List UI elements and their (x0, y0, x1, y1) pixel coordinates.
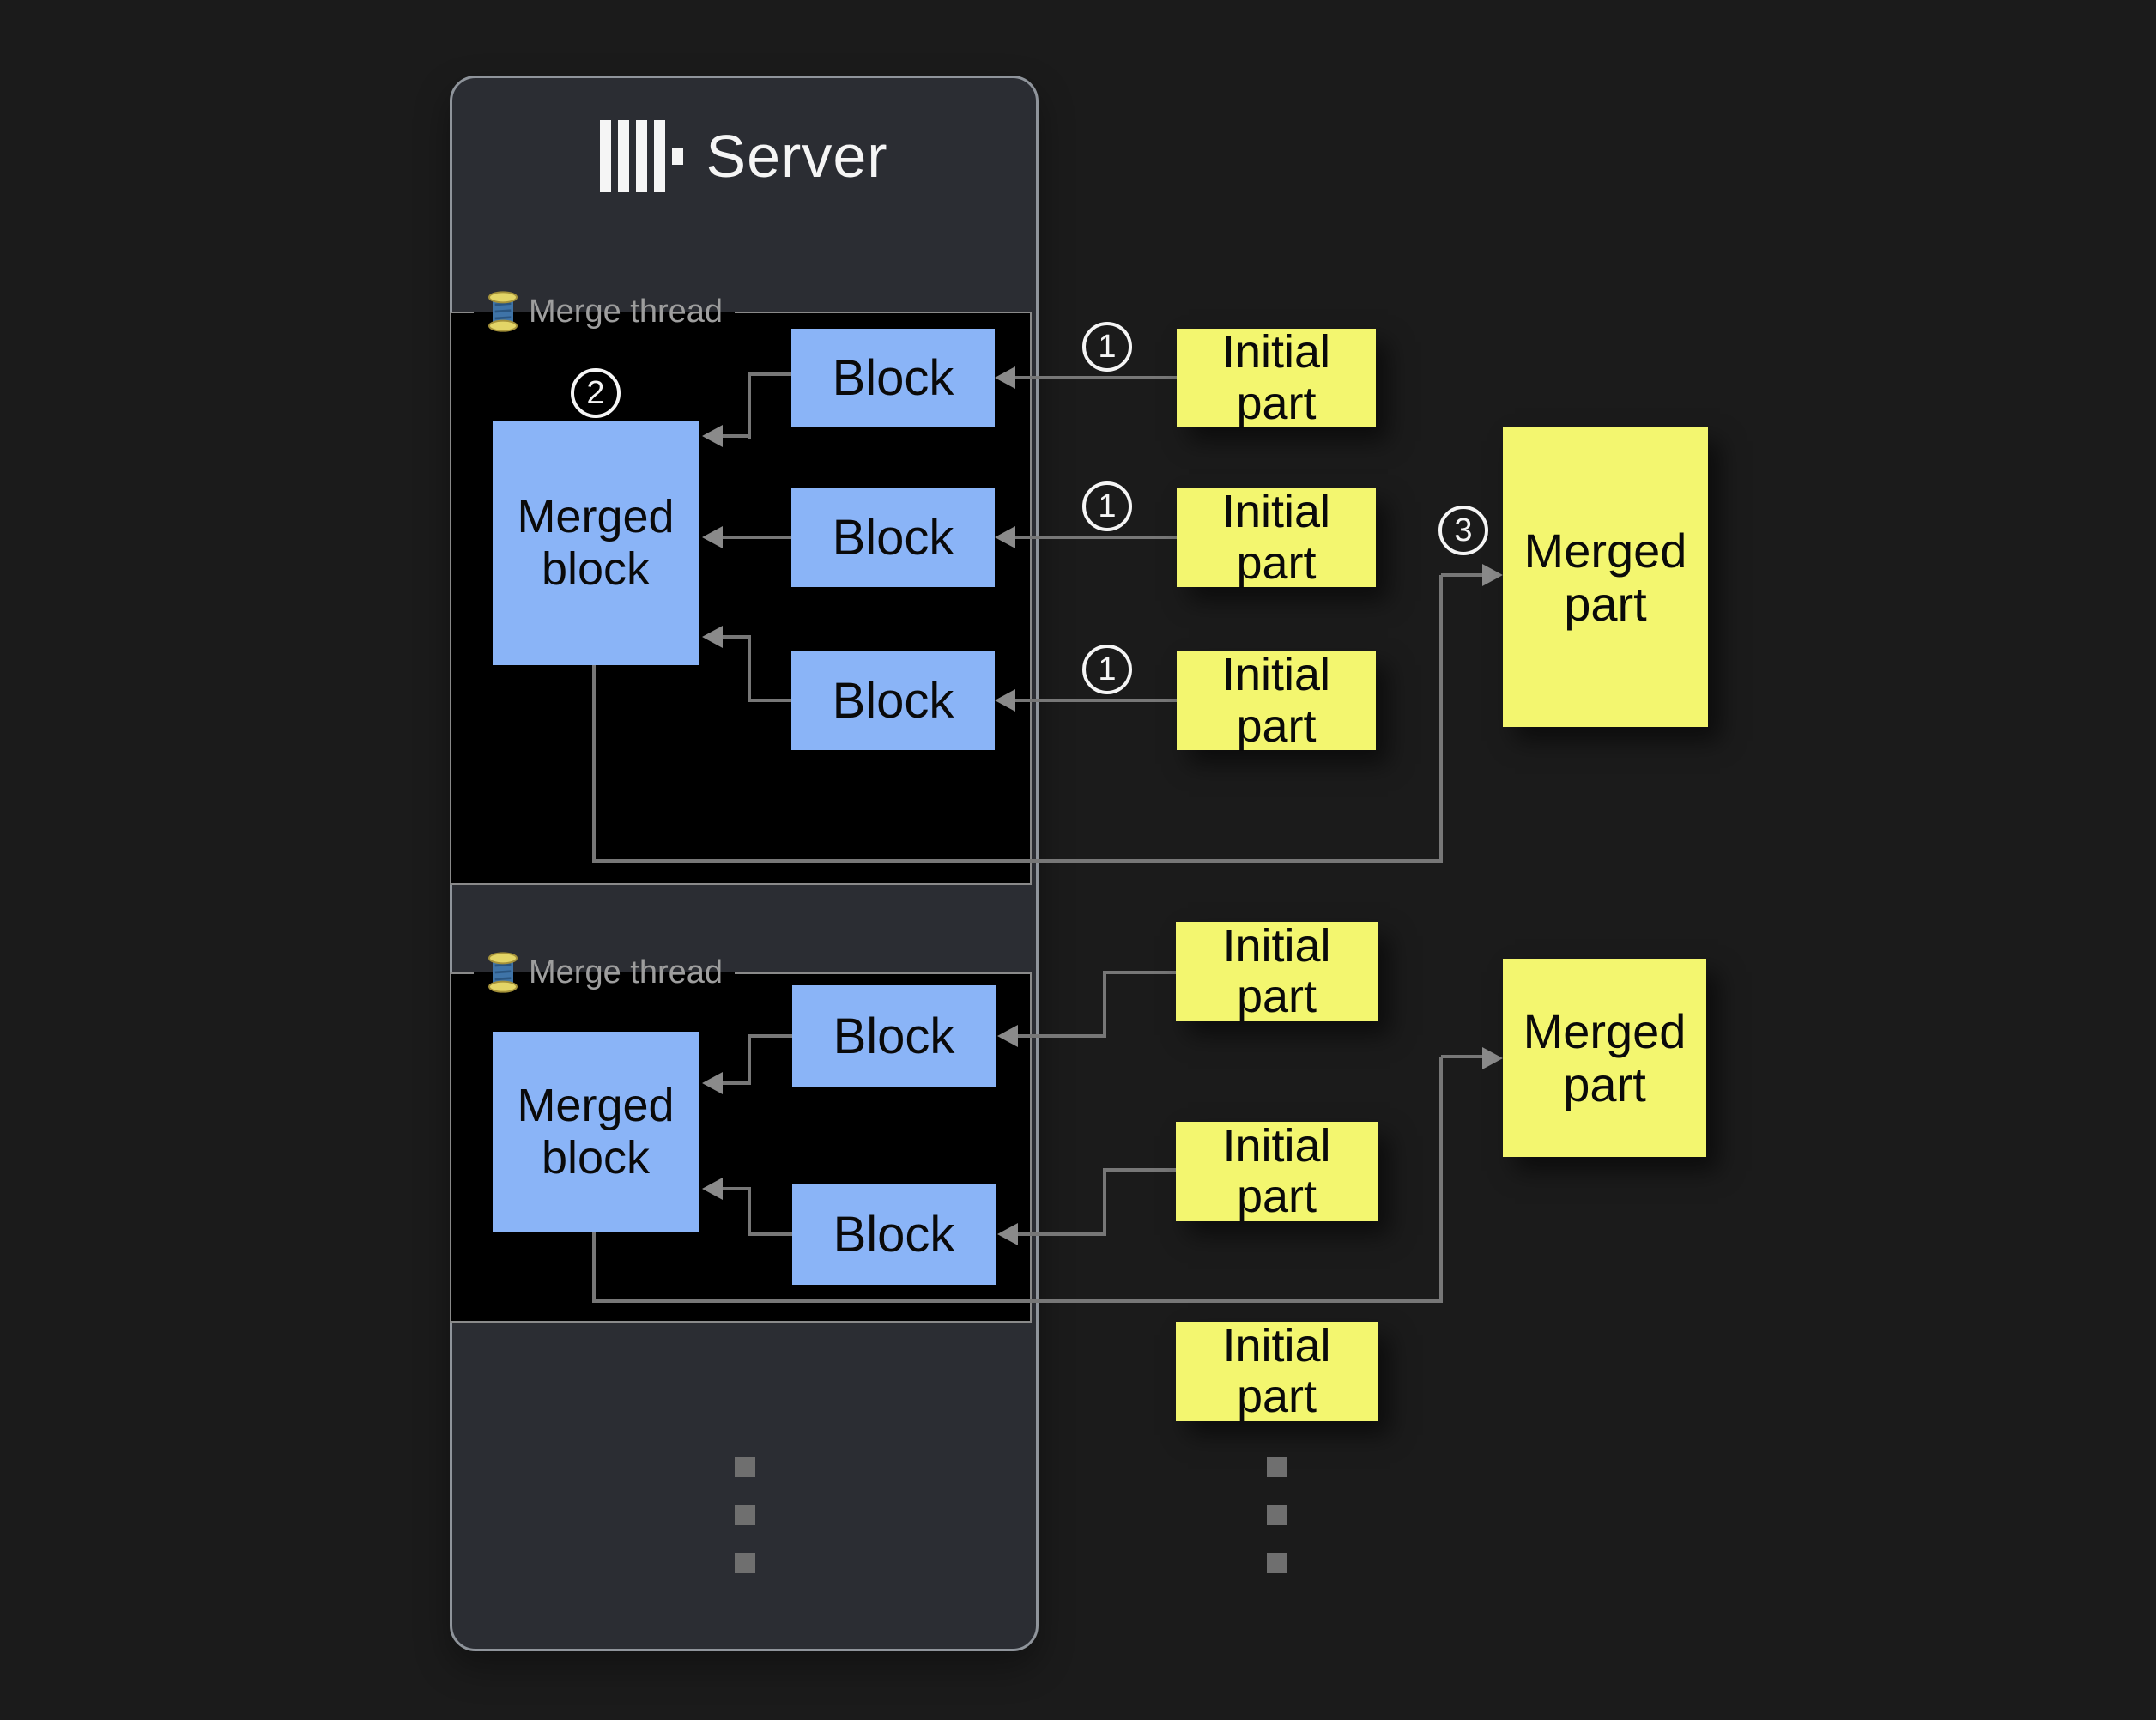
server-header: Server (450, 113, 1039, 199)
connector-line (1015, 536, 1177, 539)
connector-line (1018, 1232, 1105, 1236)
merged-part-label: Merged part (1523, 523, 1687, 631)
initial-part-note: Initial part (1176, 1119, 1378, 1222)
initial-part-note: Initial part (1176, 919, 1378, 1022)
connector-line (748, 635, 751, 702)
arrow-left-icon (995, 526, 1015, 548)
ellipsis-dot (1267, 1505, 1287, 1525)
initial-part-note: Initial part (1177, 649, 1376, 752)
merge-thread-legend-2: Merge thread (474, 948, 736, 996)
block-label: Block (832, 510, 954, 566)
connector-line (592, 665, 596, 863)
connector-line (748, 1187, 751, 1236)
arrow-left-icon (702, 1072, 723, 1094)
connector-line (1105, 971, 1176, 974)
connector-line (592, 1232, 596, 1303)
step-badge-1: 1 (1082, 481, 1132, 531)
merged-part-note: Merged part (1503, 427, 1708, 727)
thread-spool-icon (488, 291, 518, 332)
step-badge-2: 2 (571, 368, 621, 418)
connector-line (1103, 971, 1106, 1038)
connector-line (748, 1034, 751, 1085)
initial-part-label: Initial part (1222, 919, 1331, 1022)
arrow-left-icon (995, 689, 1015, 712)
merged-part-note: Merged part (1503, 959, 1706, 1157)
block-box: Block (792, 985, 996, 1087)
connector-line (592, 859, 1443, 863)
connector-line (1018, 1034, 1105, 1038)
merged-block-label: Merged block (517, 1080, 675, 1184)
thread-spool-icon (488, 952, 518, 993)
connector-line (592, 1299, 1443, 1303)
step-badge-3: 3 (1438, 506, 1488, 555)
initial-part-note: Initial part (1177, 326, 1376, 429)
block-box: Block (791, 488, 995, 587)
connector-line (1015, 699, 1177, 702)
arrow-left-icon (702, 1178, 723, 1200)
connector-line (723, 1081, 749, 1085)
clickhouse-logo-icon (600, 120, 684, 192)
block-box: Block (791, 651, 995, 750)
arrow-left-icon (997, 1223, 1018, 1245)
connector-line (1103, 1168, 1106, 1236)
block-label: Block (832, 350, 954, 406)
arrow-right-icon (1482, 564, 1503, 586)
arrow-left-icon (702, 626, 723, 648)
ellipsis-dot (1267, 1553, 1287, 1573)
block-label: Block (833, 1206, 955, 1263)
connector-line (723, 635, 749, 639)
merged-block-label: Merged block (517, 491, 675, 595)
connector-line (1105, 1168, 1176, 1172)
step-badge-1: 1 (1082, 645, 1132, 694)
connector-line (723, 536, 791, 539)
connector-line (1015, 376, 1177, 379)
connector-line (749, 372, 791, 376)
ellipsis-dot (1267, 1457, 1287, 1477)
initial-part-label: Initial part (1222, 1119, 1331, 1222)
arrow-left-icon (702, 425, 723, 447)
ellipsis-dot (735, 1553, 755, 1573)
merged-block-box: Merged block (493, 1032, 699, 1232)
block-label: Block (832, 673, 954, 729)
merged-part-label: Merged part (1523, 1003, 1687, 1111)
connector-line (1441, 573, 1482, 577)
connector-line (1441, 1055, 1482, 1058)
ellipsis-dot (735, 1457, 755, 1477)
initial-part-label: Initial part (1222, 1319, 1331, 1422)
arrow-left-icon (995, 366, 1015, 389)
connector-line (723, 1187, 749, 1190)
block-label: Block (833, 1008, 955, 1064)
merge-thread-label: Merge thread (529, 294, 724, 330)
initial-part-label: Initial part (1221, 486, 1331, 589)
connector-line (749, 699, 791, 702)
connector-line (1439, 1057, 1443, 1303)
initial-part-note: Initial part (1176, 1319, 1378, 1422)
merge-thread-label: Merge thread (529, 954, 724, 990)
connector-line (749, 1232, 792, 1236)
step-badge-1: 1 (1082, 322, 1132, 372)
initial-part-note: Initial part (1177, 486, 1376, 589)
arrow-right-icon (1482, 1047, 1503, 1069)
connector-line (723, 434, 749, 438)
initial-part-label: Initial part (1221, 649, 1331, 752)
connector-line (748, 372, 751, 439)
merge-thread-legend-1: Merge thread (474, 288, 736, 336)
merged-block-box: Merged block (493, 421, 699, 665)
connector-line (1439, 575, 1443, 863)
block-box: Block (792, 1184, 996, 1285)
connector-line (749, 1034, 792, 1038)
arrow-left-icon (997, 1025, 1018, 1047)
initial-part-label: Initial part (1221, 326, 1331, 429)
block-box: Block (791, 329, 995, 427)
server-title: Server (706, 123, 888, 190)
ellipsis-dot (735, 1505, 755, 1525)
arrow-left-icon (702, 526, 723, 548)
